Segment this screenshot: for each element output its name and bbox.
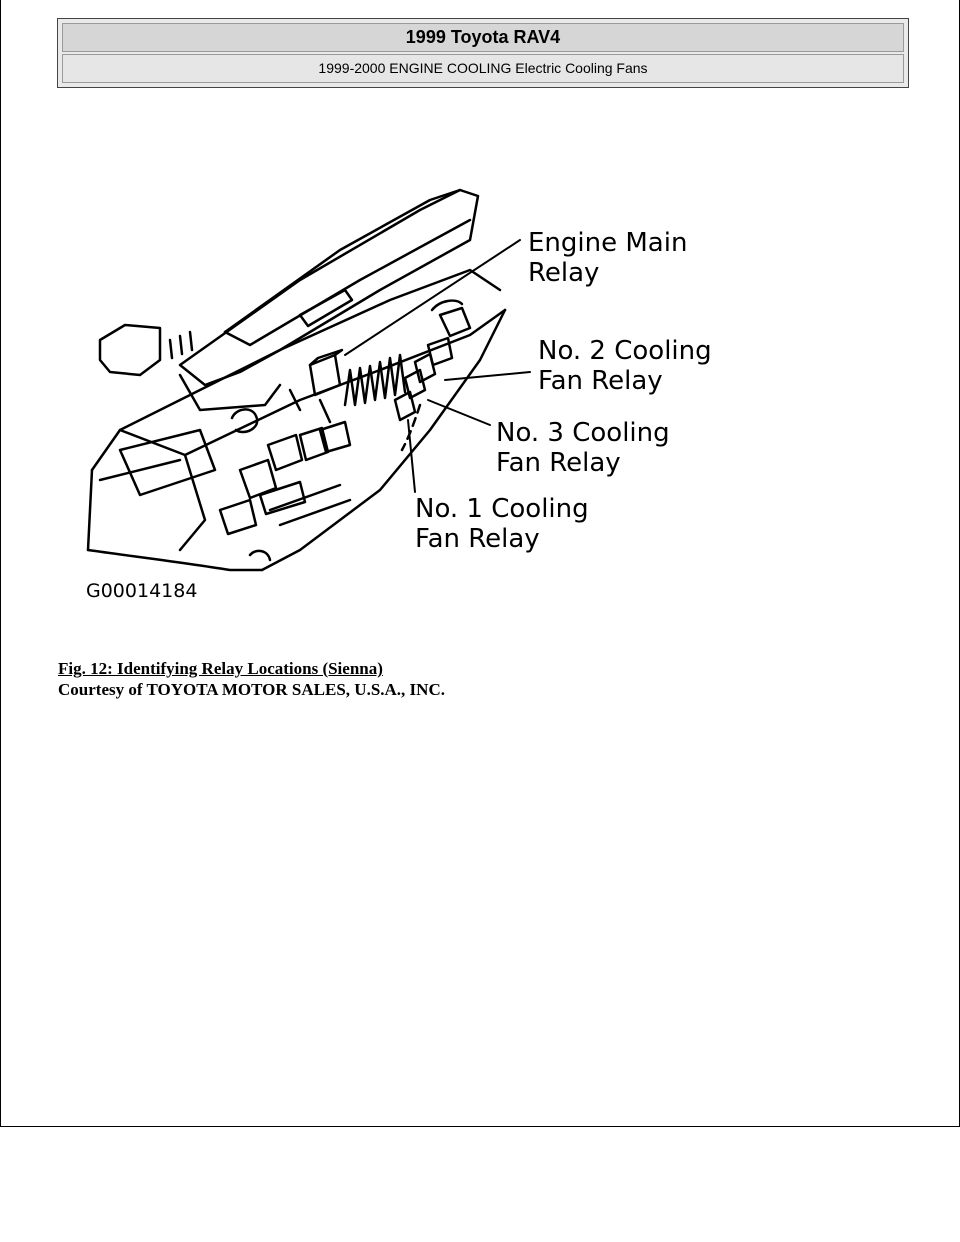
figure-caption: Fig. 12: Identifying Relay Locations (Si… [58,658,445,700]
callout-no1-line1: No. 1 Cooling [415,494,589,524]
callout-no1-cooling-fan-relay: No. 1 Cooling Fan Relay [415,494,589,554]
callout-no1-line2: Fan Relay [415,524,540,554]
callout-no3-cooling-fan-relay: No. 3 Cooling Fan Relay [496,418,670,478]
page-header: 1999 Toyota RAV4 1999-2000 ENGINE COOLIN… [57,18,909,88]
caption-title: Fig. 12: Identifying Relay Locations (Si… [58,659,383,678]
figure-code: G00014184 [86,580,198,602]
callout-engine-main-relay: Engine Main Relay [528,228,687,288]
callout-engine-main-relay-line2: Relay [528,258,600,288]
callout-no2-cooling-fan-relay: No. 2 Cooling Fan Relay [538,336,712,396]
caption-courtesy: Courtesy of TOYOTA MOTOR SALES, U.S.A., … [58,680,445,699]
callout-no2-line1: No. 2 Cooling [538,336,712,366]
relay-location-figure: Engine Main Relay No. 2 Cooling Fan Rela… [0,100,960,640]
header-subtitle: 1999-2000 ENGINE COOLING Electric Coolin… [62,54,904,83]
callout-no2-line2: Fan Relay [538,366,663,396]
relay-box-drawing [86,188,531,572]
callout-engine-main-relay-line1: Engine Main [528,228,688,258]
callout-no3-line2: Fan Relay [496,448,621,478]
header-title: 1999 Toyota RAV4 [62,23,904,52]
callout-no3-line1: No. 3 Cooling [496,418,670,448]
